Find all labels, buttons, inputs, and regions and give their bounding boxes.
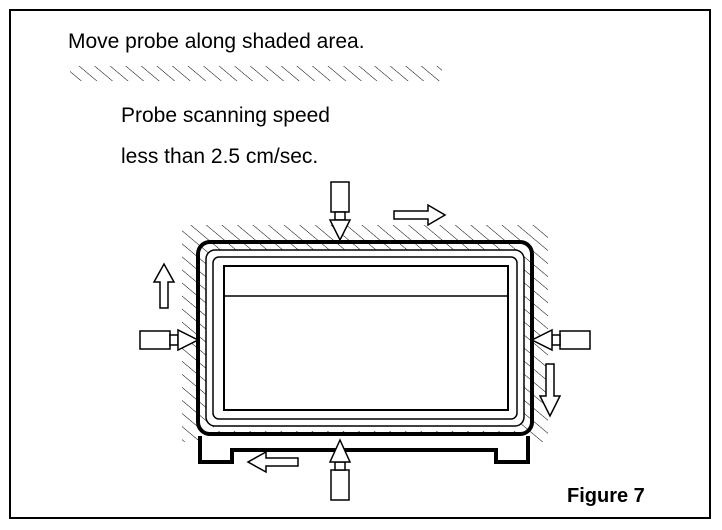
oven-door-inner-frame — [212, 256, 518, 420]
arrow-right-icon — [393, 203, 447, 227]
oven-base — [198, 436, 530, 464]
figure-caption: Figure 7 — [567, 485, 645, 507]
instruction-text: Move probe along shaded area. — [68, 30, 365, 53]
oven-outer-body — [196, 240, 534, 436]
probe-right — [530, 328, 591, 352]
oven-window — [223, 265, 509, 411]
shaded-scan-zone — [182, 225, 548, 442]
speed-text-line-2: less than 2.5 cm/sec. — [121, 145, 319, 168]
probe-top — [328, 181, 352, 242]
probe-left — [139, 328, 200, 352]
probe-bottom — [328, 438, 352, 501]
speed-text-line-1: Probe scanning speed — [121, 104, 330, 127]
arrow-up-icon — [152, 262, 176, 309]
arrow-down-icon — [538, 363, 562, 418]
shaded-area-legend — [70, 66, 442, 81]
arrow-left-icon — [246, 450, 299, 474]
